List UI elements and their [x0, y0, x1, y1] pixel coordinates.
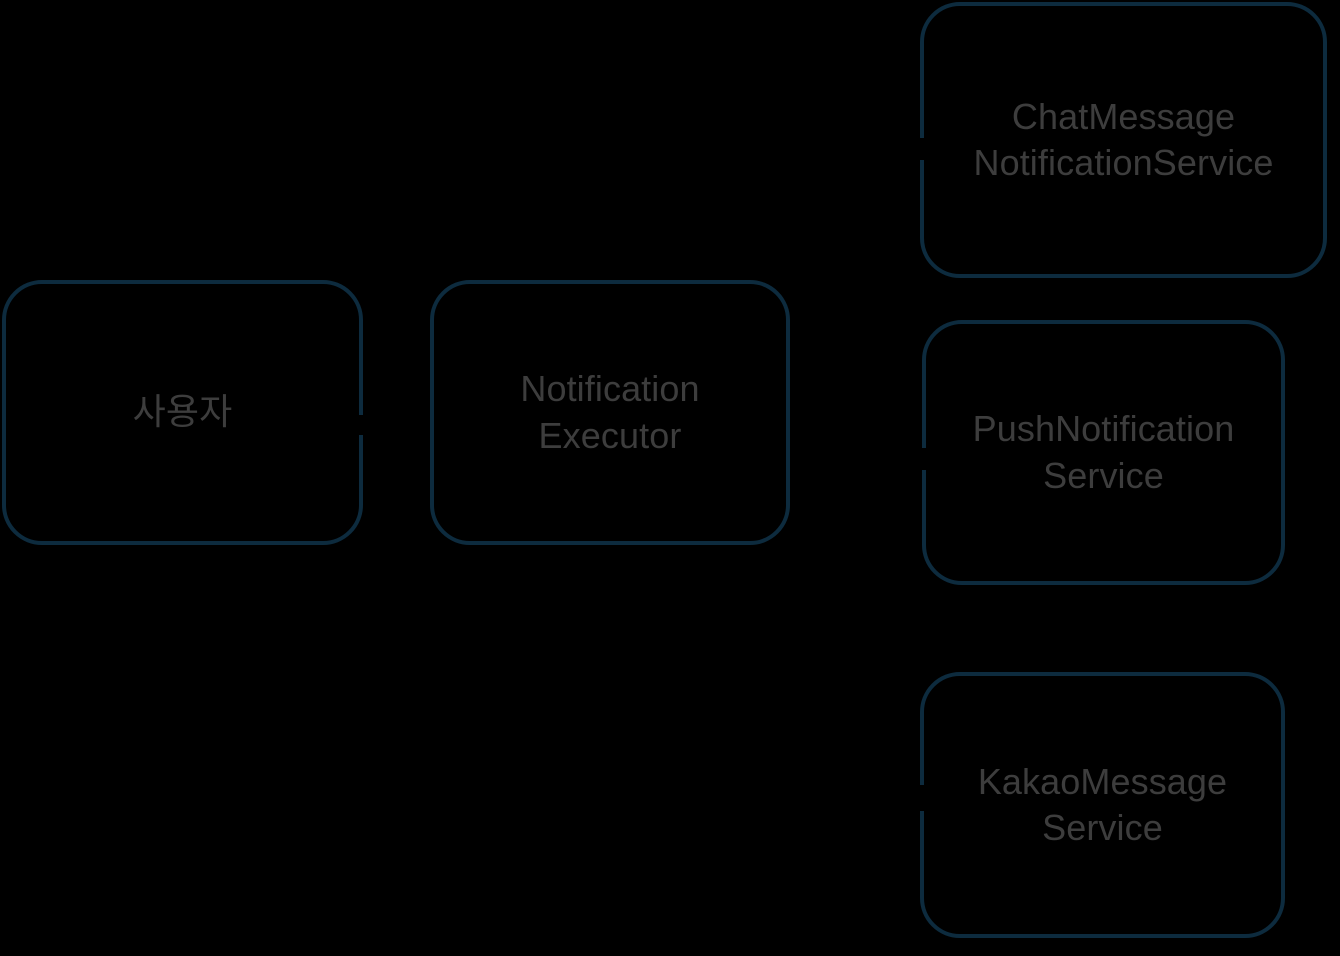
connector-stub-push-notification-service	[908, 448, 930, 470]
node-chat-message-notification-service-label: ChatMessage NotificationService	[973, 95, 1274, 183]
node-chat-message-notification-service[interactable]: ChatMessage NotificationService	[920, 2, 1327, 278]
node-user-label: 사용자	[132, 391, 233, 433]
connector-stub-kakao-message-service	[908, 785, 930, 811]
connector-stub-chat-message-notification-service	[908, 138, 930, 160]
node-push-notification-service-label: PushNotification Service	[972, 408, 1235, 496]
node-user[interactable]: 사용자	[2, 280, 363, 545]
node-kakao-message-service[interactable]: KakaoMessage Service	[920, 672, 1285, 938]
node-notification-executor[interactable]: Notification Executor	[430, 280, 790, 545]
node-kakao-message-service-label: KakaoMessage Service	[977, 760, 1228, 848]
connector-stub-user	[356, 415, 370, 435]
node-notification-executor-label: Notification Executor	[520, 368, 700, 456]
node-push-notification-service[interactable]: PushNotification Service	[922, 320, 1285, 585]
